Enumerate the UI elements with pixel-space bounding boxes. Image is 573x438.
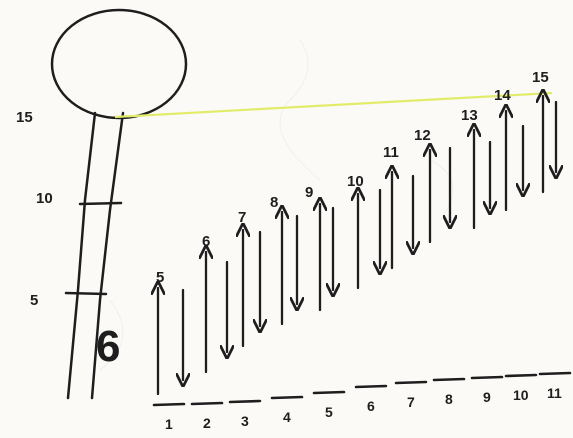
baseline-dash-11: [540, 373, 570, 374]
arrow-group: [158, 96, 556, 394]
baseline-dash-5: [314, 392, 344, 393]
arrow-label-11: 11: [383, 144, 399, 161]
baseline-dash-8: [434, 379, 464, 380]
baseline-dash-7: [396, 382, 426, 383]
arrow-label-13: 13: [461, 107, 478, 124]
arrow-label-15: 15: [532, 69, 549, 86]
baseline-label-4: 4: [283, 409, 291, 425]
baseline-label-11: 11: [547, 385, 562, 401]
baseline-dash-10: [506, 375, 536, 376]
baseline-dash-4: [272, 397, 302, 398]
baseline-dash-2: [192, 403, 222, 404]
baseline-group: 1 2 3 4 5 6 7 8 9 10 11: [154, 373, 570, 432]
baseline-label-5: 5: [325, 404, 333, 420]
baseline-label-3: 3: [241, 413, 249, 429]
baseline-label-1: 1: [165, 416, 173, 432]
stick-left-edge: [68, 113, 95, 398]
baseline-label-6: 6: [367, 398, 375, 414]
arrow-label-12: 12: [414, 127, 431, 144]
tick-5: [66, 293, 106, 294]
arrow-label-6: 6: [202, 233, 210, 250]
baseline-label-10: 10: [513, 387, 529, 403]
stick-head: [52, 10, 186, 118]
arrow-label-10: 10: [347, 173, 364, 190]
highlight-line: [115, 93, 552, 117]
baseline-dash-9: [472, 377, 502, 378]
arrow-label-14: 14: [494, 87, 511, 104]
arrow-label-9: 9: [305, 184, 313, 201]
baseline-dash-6: [356, 386, 386, 387]
stick-label-10: 10: [36, 190, 53, 207]
baseline-dash-3: [230, 401, 260, 402]
baseline-dash-1: [154, 404, 184, 405]
arrow-label-5: 5: [156, 269, 164, 286]
stick-mark: 6: [96, 322, 120, 371]
stick-label-5: 5: [30, 292, 38, 309]
baseline-label-8: 8: [445, 391, 453, 407]
arrow-label-7: 7: [238, 209, 246, 226]
baseline-label-7: 7: [407, 394, 415, 410]
tick-10: [80, 203, 121, 204]
baseline-label-2: 2: [203, 415, 211, 431]
stick-label-15: 15: [16, 109, 33, 126]
baseline-label-9: 9: [483, 389, 491, 405]
arrow-label-8: 8: [270, 194, 278, 211]
